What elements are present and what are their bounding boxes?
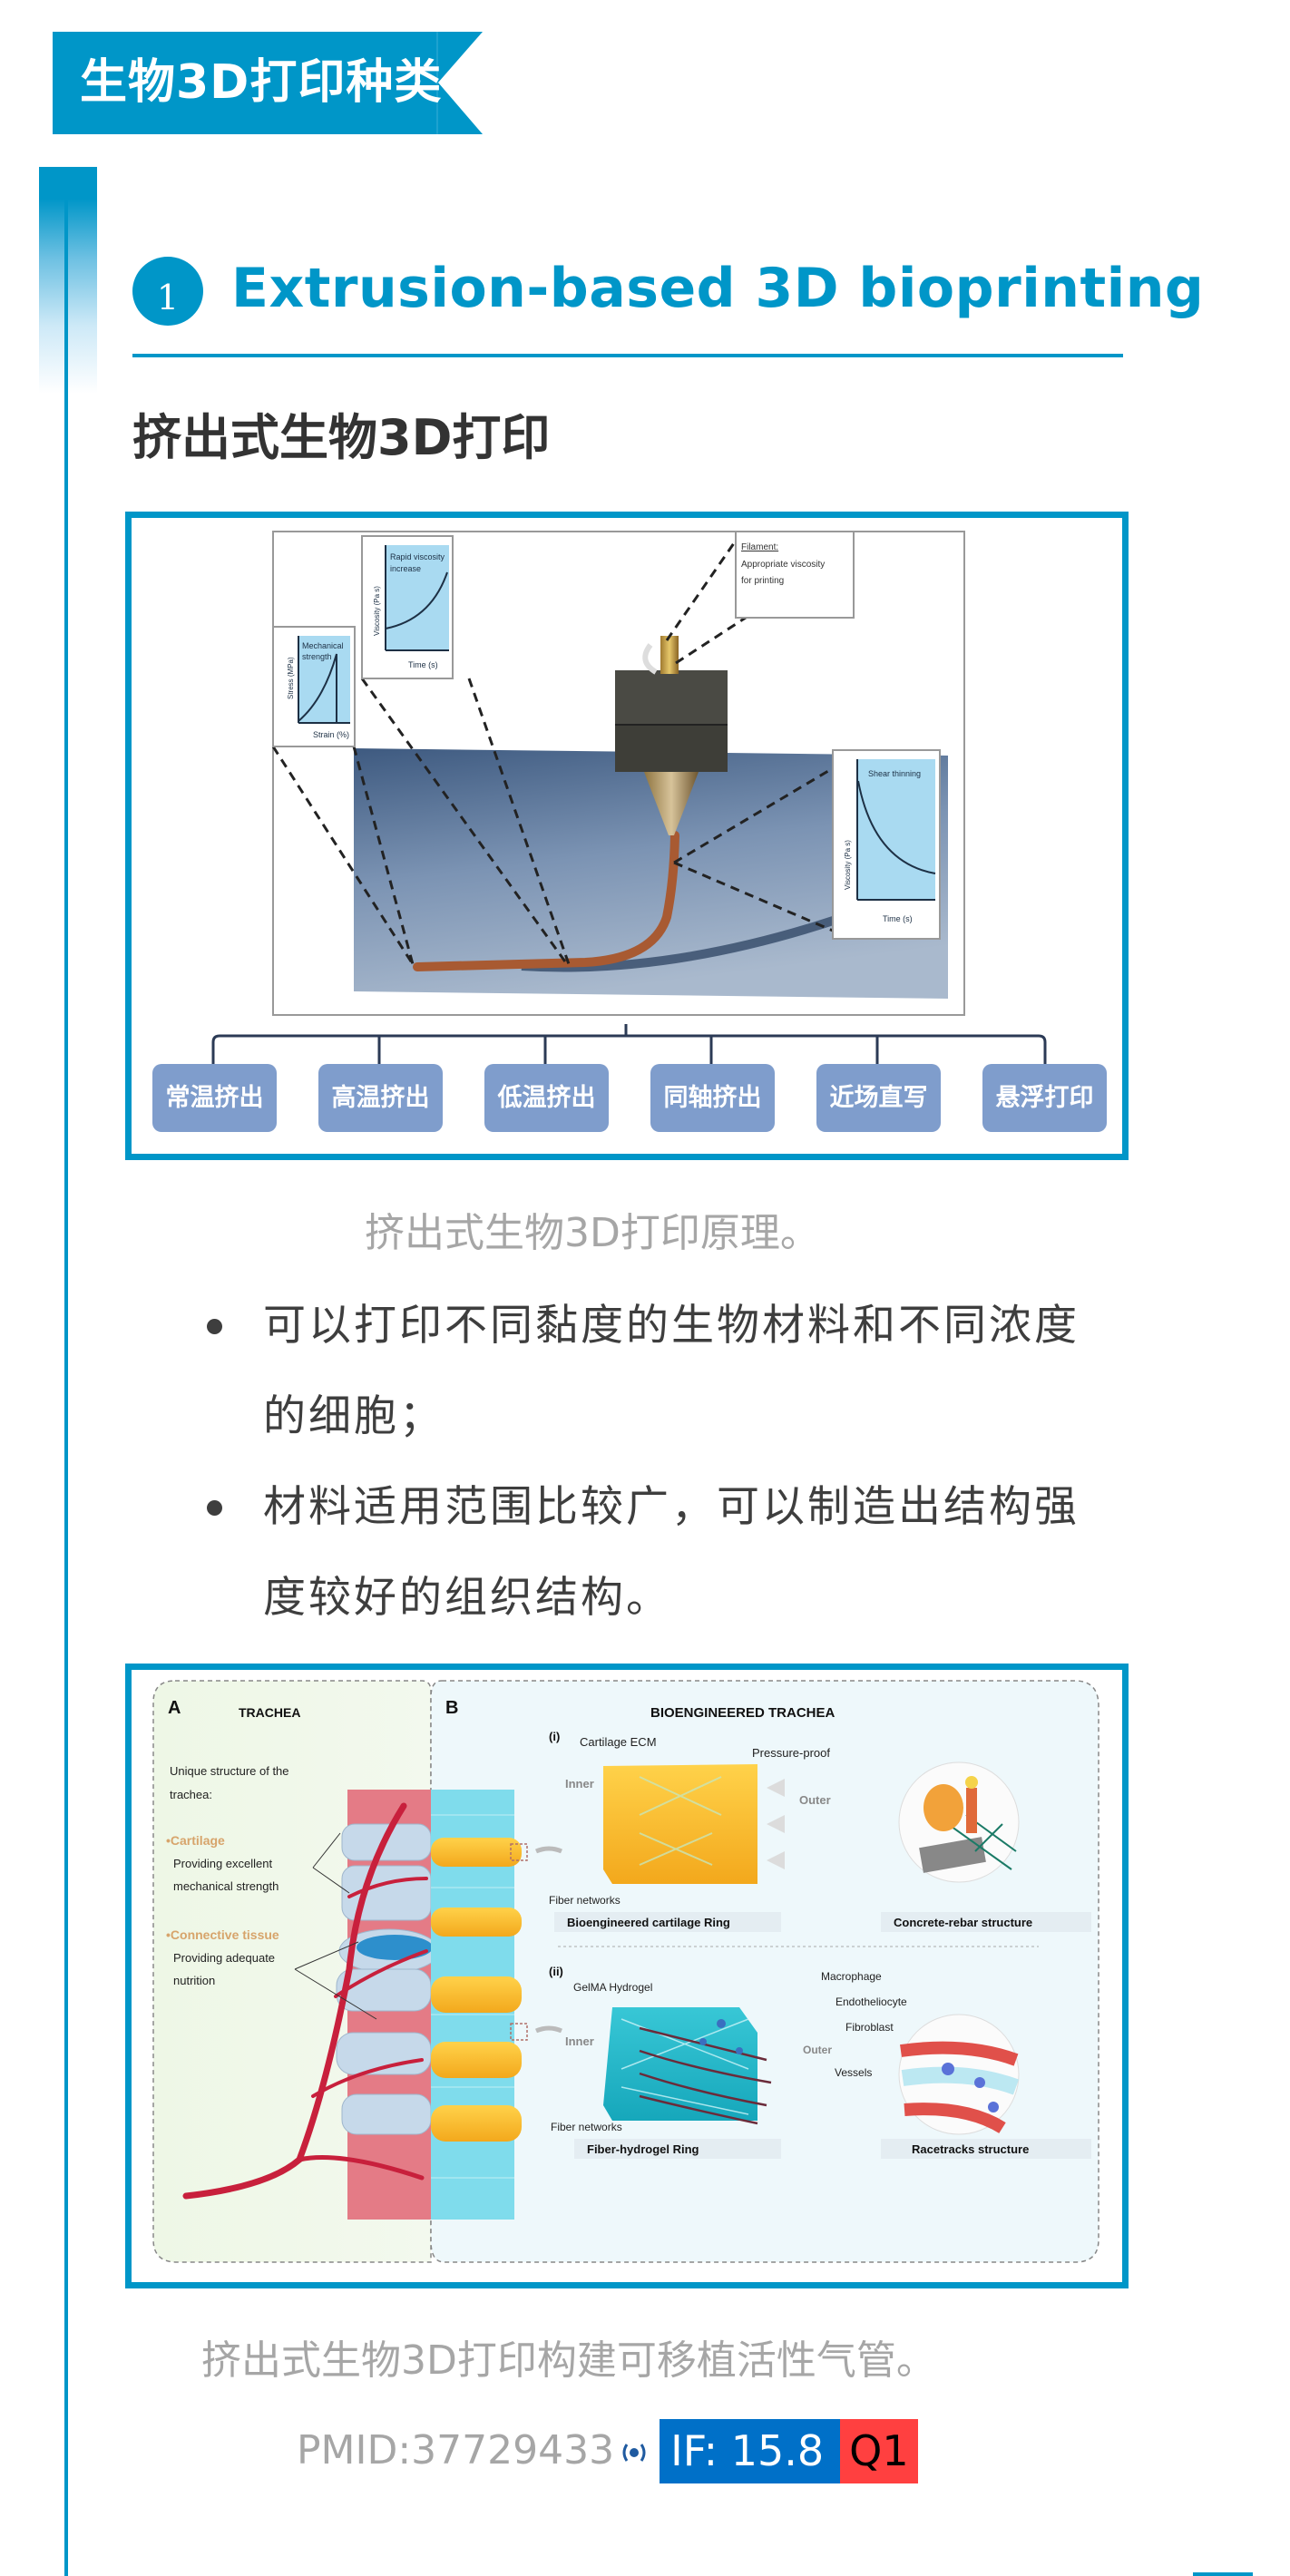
category-box: 常温挤出: [152, 1064, 277, 1132]
citation-row: PMID:37729433 IF: 15.8 Q1: [297, 2418, 918, 2483]
svg-text:Time (s): Time (s): [408, 660, 438, 669]
svg-text:Providing excellent: Providing excellent: [173, 1857, 273, 1870]
svg-text:Macrophage: Macrophage: [821, 1970, 882, 1983]
svg-text:Viscosity (Pa s): Viscosity (Pa s): [844, 840, 852, 890]
impact-factor-badge: IF: 15.8: [660, 2418, 841, 2483]
svg-text:nutrition: nutrition: [173, 1974, 215, 1987]
section-title: Extrusion-based 3D bioprinting: [231, 257, 1205, 320]
section-number-badge: 1: [132, 257, 203, 326]
chart-mechanical-strength: Mechanical strength Strain (%) Stress (M…: [272, 626, 356, 747]
quartile-badge: Q1: [840, 2418, 918, 2483]
svg-text:•Connective tissue: •Connective tissue: [166, 1927, 279, 1942]
bullet-icon: [207, 1319, 222, 1334]
svg-text:(i): (i): [549, 1730, 560, 1743]
svg-text:increase: increase: [390, 564, 421, 573]
svg-text:Outer: Outer: [803, 2044, 832, 2056]
svg-text:Viscosity (Pa s): Viscosity (Pa s): [373, 586, 381, 636]
figure-bioengineered-trachea: A TRACHEA Unique structure of the trache…: [125, 1664, 1129, 2288]
category-tree-lines: [211, 1024, 1047, 1071]
svg-text:Outer: Outer: [799, 1793, 831, 1807]
svg-text:Fiber networks: Fiber networks: [549, 1894, 621, 1907]
list-item: 可以打印不同黏度的生物材料和不同浓度的细胞；: [191, 1281, 1125, 1462]
svg-text:Time (s): Time (s): [883, 914, 913, 923]
svg-text:Appropriate viscosity: Appropriate viscosity: [741, 560, 825, 570]
svg-text:Filament:: Filament:: [741, 542, 778, 552]
svg-text:Shear thinning: Shear thinning: [868, 769, 921, 778]
svg-text:Strain (%): Strain (%): [313, 730, 349, 739]
svg-text:Racetracks structure: Racetracks structure: [912, 2142, 1029, 2156]
svg-text:TRACHEA: TRACHEA: [239, 1705, 300, 1720]
chart-shear-thinning: Shear thinning Time (s) Viscosity (Pa s): [832, 749, 941, 940]
category-box: 悬浮打印: [982, 1064, 1107, 1132]
banner-title: 生物3D打印种类: [80, 55, 443, 110]
svg-text:Mechanical: Mechanical: [302, 641, 344, 650]
svg-text:Endotheliocyte: Endotheliocyte: [836, 1995, 907, 2008]
category-box: 近场直写: [816, 1064, 941, 1132]
svg-text:GelMA Hydrogel: GelMA Hydrogel: [573, 1981, 652, 1994]
section-banner: 生物3D打印种类: [53, 32, 483, 134]
svg-text:BIOENGINEERED TRACHEA: BIOENGINEERED TRACHEA: [650, 1705, 836, 1721]
category-box: 同轴挤出: [650, 1064, 775, 1132]
chart-rapid-viscosity: Rapid viscosity increase Time (s) Viscos…: [361, 535, 454, 679]
svg-text:Fiber-hydrogel Ring: Fiber-hydrogel Ring: [587, 2142, 699, 2156]
category-box: 高温挤出: [318, 1064, 443, 1132]
figure-extrusion-principle: Mechanical strength Strain (%) Stress (M…: [125, 512, 1129, 1160]
svg-text:trachea:: trachea:: [170, 1788, 212, 1801]
svg-text:Fiber networks: Fiber networks: [551, 2121, 622, 2133]
svg-text:Inner: Inner: [565, 1777, 594, 1791]
svg-text:for printing: for printing: [741, 576, 784, 586]
filament-note: Filament: Appropriate viscosity for prin…: [735, 531, 855, 619]
broadcast-icon: [622, 2444, 646, 2462]
figure2-caption: 挤出式生物3D打印构建可移植活性气管。: [201, 2337, 936, 2384]
svg-text:Bioengineered cartilage Ring: Bioengineered cartilage Ring: [567, 1916, 730, 1929]
svg-text:mechanical strength: mechanical strength: [173, 1879, 279, 1893]
trachea-diagram: A TRACHEA Unique structure of the trache…: [152, 1680, 1099, 2263]
feature-list: 可以打印不同黏度的生物材料和不同浓度的细胞； 材料适用范围比较广，可以制造出结构…: [191, 1281, 1125, 1644]
section-divider: [132, 354, 1123, 357]
svg-text:Pressure-proof: Pressure-proof: [752, 1746, 830, 1760]
svg-text:strength: strength: [302, 652, 332, 661]
bullet-icon: [207, 1500, 222, 1516]
svg-text:Unique structure of the: Unique structure of the: [170, 1764, 289, 1778]
figure1-caption: 挤出式生物3D打印原理。: [365, 1210, 820, 1256]
back-to-top-tab[interactable]: [1193, 2572, 1253, 2576]
svg-text:Fibroblast: Fibroblast: [845, 2021, 894, 2034]
svg-text:Inner: Inner: [565, 2034, 594, 2048]
svg-text:(ii): (ii): [549, 1965, 563, 1978]
section-subtitle: 挤出式生物3D打印: [132, 409, 551, 466]
svg-text:Providing adequate: Providing adequate: [173, 1951, 275, 1965]
extrusion-diagram: Mechanical strength Strain (%) Stress (M…: [211, 531, 1047, 1071]
svg-text:Rapid viscosity: Rapid viscosity: [390, 552, 445, 561]
banner-ribbon-shape: [53, 32, 483, 134]
svg-text:Vessels: Vessels: [835, 2066, 872, 2079]
pmid-text[interactable]: PMID:37729433: [297, 2427, 615, 2474]
rail-line-decoration: [64, 200, 68, 2576]
svg-text:Concrete-rebar structure: Concrete-rebar structure: [894, 1916, 1032, 1929]
svg-text:B: B: [445, 1698, 458, 1718]
svg-text:Cartilage ECM: Cartilage ECM: [580, 1735, 657, 1749]
category-box: 低温挤出: [484, 1064, 609, 1132]
svg-text:A: A: [168, 1698, 181, 1718]
svg-text:Stress (MPa): Stress (MPa): [287, 657, 295, 699]
rail-gradient-decoration: [39, 167, 97, 394]
svg-text:•Cartilage: •Cartilage: [166, 1833, 225, 1848]
list-item: 材料适用范围比较广，可以制造出结构强度较好的组织结构。: [191, 1462, 1125, 1644]
